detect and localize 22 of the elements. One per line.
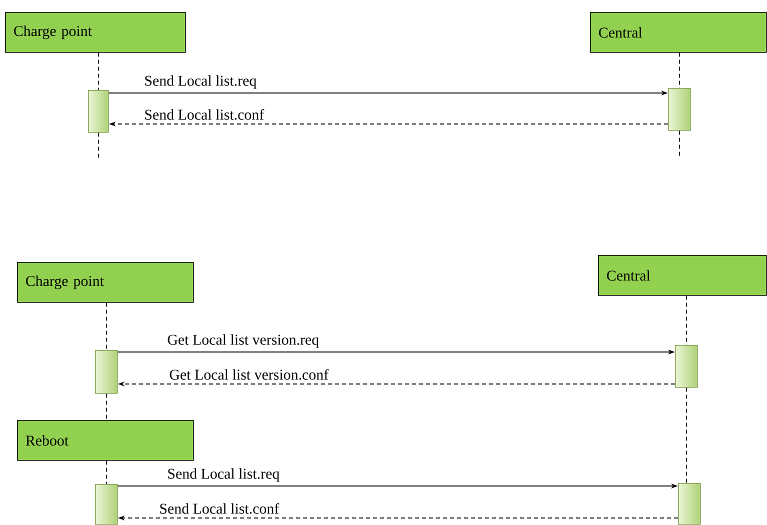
lifeline-header-box: Central	[590, 12, 767, 53]
activation-bar	[668, 88, 691, 131]
lifeline-header-box: Reboot	[17, 420, 194, 461]
activation-bar	[95, 350, 118, 394]
lifeline-header-box: Central	[598, 254, 767, 296]
lifeline	[98, 52, 99, 90]
edge-label: Send Local list.conf	[143, 108, 266, 121]
edge-label: Send Local list.conf	[158, 502, 280, 515]
edge-label: Send Local list.req	[166, 467, 281, 483]
lifeline-header-box: Charge point	[17, 262, 194, 303]
lifeline	[106, 302, 107, 350]
edge-label: Get Local list version.req	[166, 333, 320, 349]
activation-bar	[678, 483, 701, 525]
activation-bar	[95, 484, 118, 525]
lifeline	[106, 393, 107, 420]
edge-label: Send Local list.req	[143, 74, 258, 90]
activation-bar	[88, 90, 109, 133]
activation-bar	[675, 345, 698, 388]
lifeline-header-box: Charge point	[5, 12, 186, 53]
lifeline	[106, 460, 107, 484]
edge-label: Get Local list version.conf	[168, 368, 330, 381]
lifeline	[686, 387, 687, 484]
